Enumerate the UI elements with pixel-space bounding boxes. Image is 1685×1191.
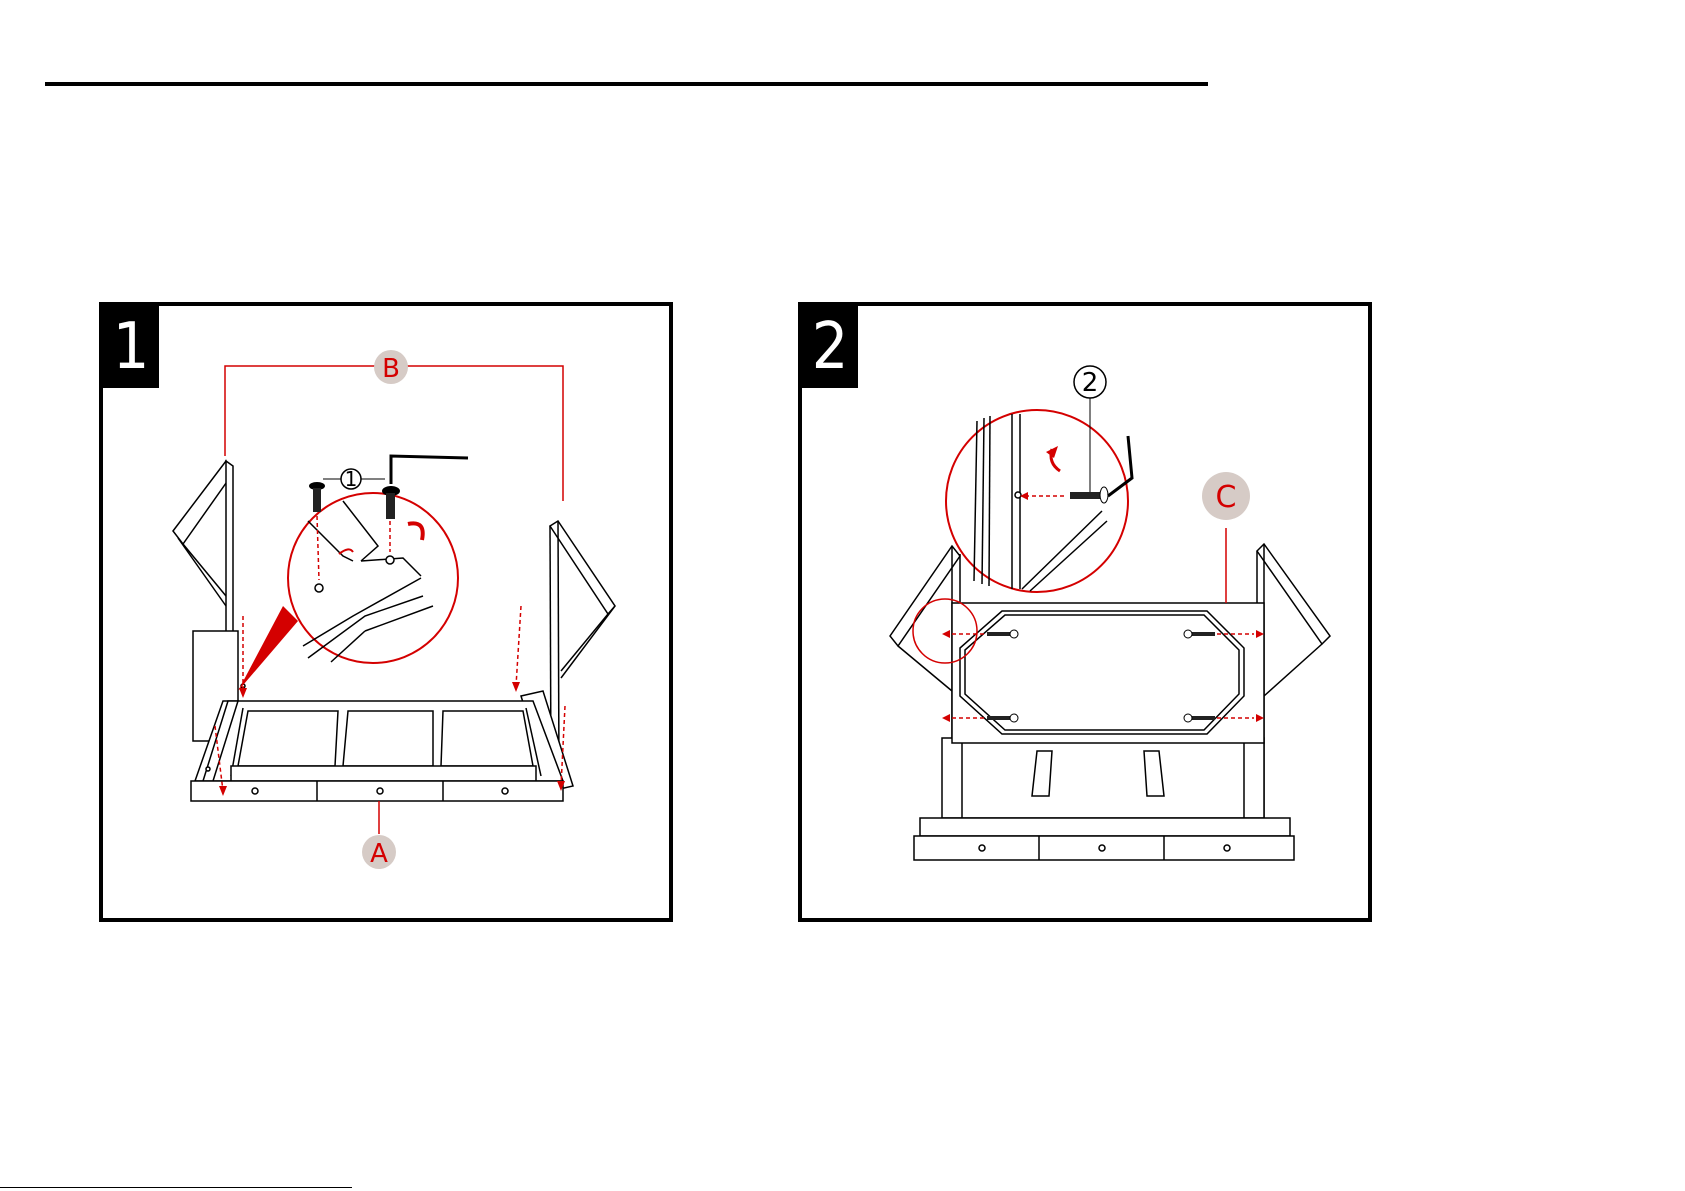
hardware-callout-1-text: 1 bbox=[345, 467, 358, 491]
part-b-label-text: B bbox=[382, 354, 400, 384]
part-b-label: B bbox=[374, 350, 408, 384]
part-b-bracket bbox=[225, 366, 563, 501]
part-c-label: C bbox=[1202, 472, 1250, 520]
bottom-rule bbox=[0, 1187, 352, 1188]
left-leg-frame bbox=[173, 461, 238, 741]
step-1-number: 1 bbox=[103, 306, 159, 388]
desk-base bbox=[914, 738, 1294, 860]
part-a-label-text: A bbox=[370, 839, 388, 869]
part-a-label: A bbox=[362, 835, 396, 869]
step-1-panel: 1 B bbox=[99, 302, 673, 922]
right-side-frame bbox=[1257, 544, 1330, 826]
step-2-illustration: C bbox=[802, 306, 1368, 918]
step-2-panel: 2 bbox=[798, 302, 1372, 922]
tabletop-panel bbox=[952, 603, 1264, 743]
hardware-callout-2-text: 2 bbox=[1082, 368, 1099, 398]
zoom-detail-circle bbox=[946, 410, 1128, 592]
allen-key-icon bbox=[391, 456, 468, 484]
zoom-pointer bbox=[238, 606, 298, 691]
step-1-illustration: B bbox=[103, 306, 669, 918]
zoom-detail-circle bbox=[288, 493, 458, 663]
desk-frame bbox=[191, 684, 563, 801]
part-c-label-text: C bbox=[1216, 480, 1237, 515]
top-rule bbox=[45, 82, 1208, 86]
hardware-callout-1: 1 bbox=[323, 467, 385, 491]
step-2-number: 2 bbox=[802, 306, 858, 388]
